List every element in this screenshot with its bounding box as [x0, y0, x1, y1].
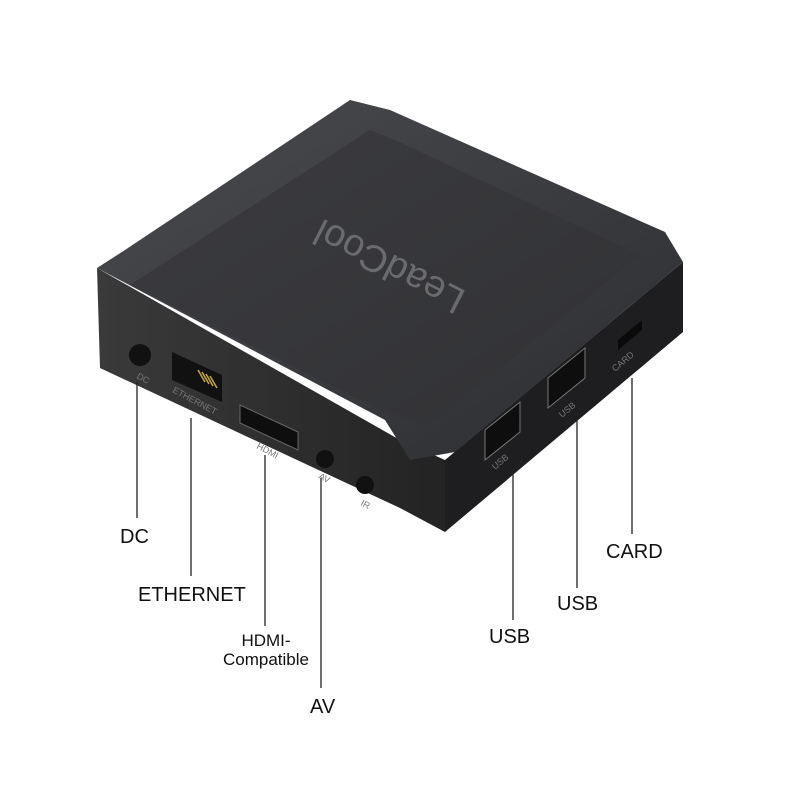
callout-hdmi: HDMI- Compatible	[214, 631, 318, 669]
usb-port-1	[484, 400, 521, 462]
callout-av: AV	[310, 696, 336, 718]
callout-usb-1: USB	[489, 626, 531, 648]
av-port	[316, 450, 334, 468]
callout-ethernet: ETHERNET	[138, 584, 246, 606]
callout-card: CARD	[606, 541, 663, 563]
right-side-face	[445, 262, 683, 532]
ethernet-pins	[197, 369, 218, 389]
callout-usb-2: USB	[557, 593, 599, 615]
card-slot	[618, 320, 642, 350]
usb-port-2	[547, 346, 586, 410]
hdmi-port	[239, 404, 299, 451]
ir-port	[356, 476, 374, 494]
top-recess	[130, 130, 640, 425]
callout-hdmi-line1: HDMI-	[241, 631, 291, 650]
callout-dc: DC	[120, 526, 149, 548]
ethernet-port	[172, 352, 222, 402]
printed-ir: IR	[359, 498, 372, 511]
dc-port	[129, 344, 151, 366]
callout-hdmi-line2: Compatible	[223, 649, 309, 669]
port-side-face	[97, 268, 445, 532]
